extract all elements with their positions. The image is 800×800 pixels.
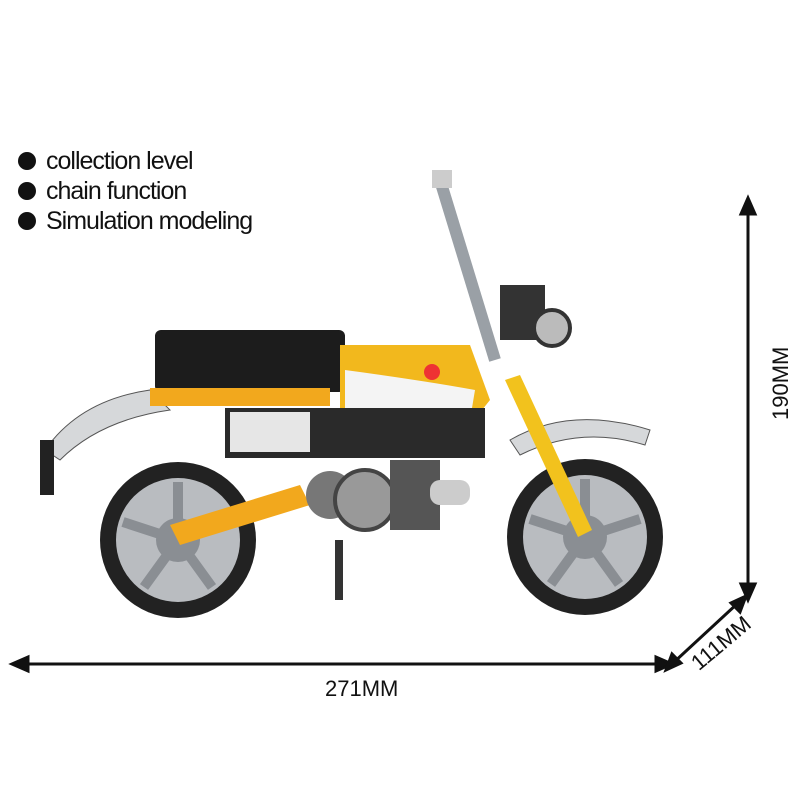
feature-item: chain function — [18, 176, 252, 206]
side-panel-white — [230, 412, 310, 452]
rear-light — [40, 440, 54, 495]
engine-cover — [333, 468, 397, 532]
feature-item: collection level — [18, 146, 252, 176]
kickstand — [335, 540, 343, 600]
front-fork — [505, 375, 592, 537]
feature-item: Simulation modeling — [18, 206, 253, 236]
depth-arrow — [663, 593, 749, 673]
bullet-icon — [18, 152, 36, 170]
width-label: 271MM — [325, 676, 399, 701]
tank-badge — [424, 364, 440, 380]
height-label: 190MM — [768, 346, 793, 420]
bullet-icon — [18, 182, 36, 200]
handlebar — [434, 178, 501, 362]
bullet-icon — [18, 212, 36, 230]
front-wheel — [507, 459, 663, 615]
front-fender — [509, 419, 651, 456]
seat — [155, 330, 345, 392]
mirror — [432, 170, 452, 188]
feature-label: collection level — [46, 146, 194, 175]
feature-list: collection level chain function Simulati… — [18, 146, 253, 236]
height-arrow — [738, 194, 758, 604]
headlight — [532, 308, 572, 348]
rear-fender — [44, 389, 172, 461]
swingarm — [170, 485, 310, 545]
feature-label: Simulation modeling — [46, 206, 253, 235]
width-arrow — [8, 654, 676, 674]
frame-rail — [150, 388, 330, 406]
exhaust — [430, 480, 470, 505]
tank-white — [345, 370, 475, 420]
feature-label: chain function — [46, 176, 187, 205]
